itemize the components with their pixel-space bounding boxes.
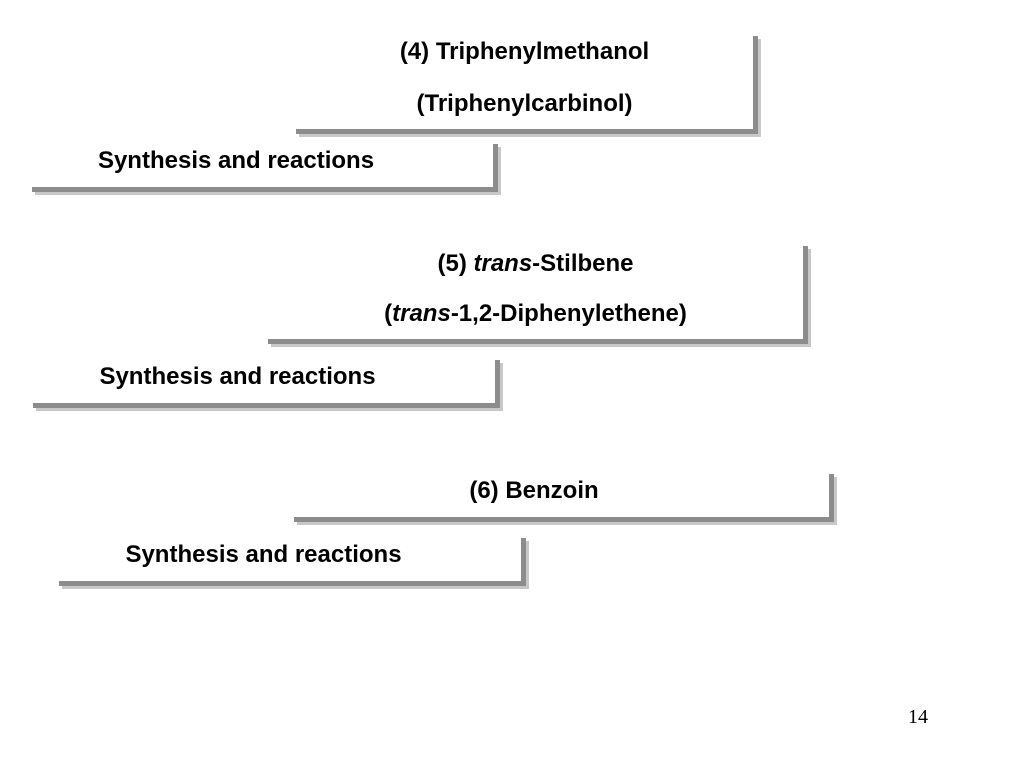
section-5-title-box: (5) trans-Stilbene (trans-1,2-Diphenylet… bbox=[268, 246, 811, 347]
bracket-right bbox=[493, 144, 498, 192]
section-5-title-line1-italic: trans bbox=[473, 250, 533, 277]
section-6-title: (6) Benzoin bbox=[469, 477, 599, 504]
bracket-bottom bbox=[59, 581, 526, 586]
section-4-title-box: (4) Triphenylmethanol (Triphenylcarbinol… bbox=[296, 36, 761, 137]
bracket-right bbox=[753, 36, 758, 134]
section-5-subtitle-box: Synthesis and reactions bbox=[33, 360, 503, 411]
section-6-subtitle: Synthesis and reactions bbox=[125, 541, 402, 568]
section-6-title-box: (6) Benzoin bbox=[294, 474, 837, 525]
bracket-right bbox=[495, 360, 500, 408]
bracket-shadow bbox=[62, 586, 529, 589]
section-6-subtitle-box: Synthesis and reactions bbox=[59, 538, 529, 589]
bracket-shadow bbox=[297, 522, 837, 525]
bracket-shadow bbox=[526, 541, 529, 589]
section-5-title-line2-prefix: ( bbox=[384, 300, 393, 327]
bracket-shadow bbox=[808, 249, 811, 347]
section-4-title-line1: (4) Triphenylmethanol bbox=[399, 38, 650, 65]
section-5-title-line1-suffix: -Stilbene bbox=[532, 250, 634, 277]
section-5-subtitle: Synthesis and reactions bbox=[99, 363, 376, 390]
section-5-title-line1: (5) trans-Stilbene bbox=[268, 248, 803, 280]
bracket-bottom bbox=[32, 187, 498, 192]
bracket-shadow bbox=[498, 147, 501, 195]
bracket-right bbox=[521, 538, 526, 586]
section-5-title-line2-italic: trans bbox=[392, 300, 451, 327]
bracket-right bbox=[829, 474, 834, 522]
bracket-shadow bbox=[36, 408, 503, 411]
bracket-shadow bbox=[758, 39, 761, 137]
section-4-subtitle-box: Synthesis and reactions bbox=[32, 144, 501, 195]
section-5-title-line2: (trans-1,2-Diphenylethene) bbox=[268, 298, 803, 330]
bracket-bottom bbox=[296, 129, 758, 134]
bracket-shadow bbox=[35, 192, 501, 195]
section-5-title-line1-prefix: (5) bbox=[437, 250, 474, 277]
bracket-bottom bbox=[294, 517, 834, 522]
section-5-title-line2-suffix: -1,2-Diphenylethene) bbox=[450, 300, 687, 327]
bracket-shadow bbox=[834, 477, 837, 525]
bracket-bottom bbox=[268, 339, 808, 344]
bracket-shadow bbox=[500, 363, 503, 411]
page-number: 14 bbox=[908, 706, 928, 728]
bracket-right bbox=[803, 246, 808, 344]
bracket-shadow bbox=[271, 344, 811, 347]
bracket-bottom bbox=[33, 403, 500, 408]
section-4-title-line2: (Triphenylcarbinol) bbox=[416, 90, 633, 117]
section-4-subtitle: Synthesis and reactions bbox=[97, 147, 375, 174]
bracket-shadow bbox=[299, 134, 761, 137]
